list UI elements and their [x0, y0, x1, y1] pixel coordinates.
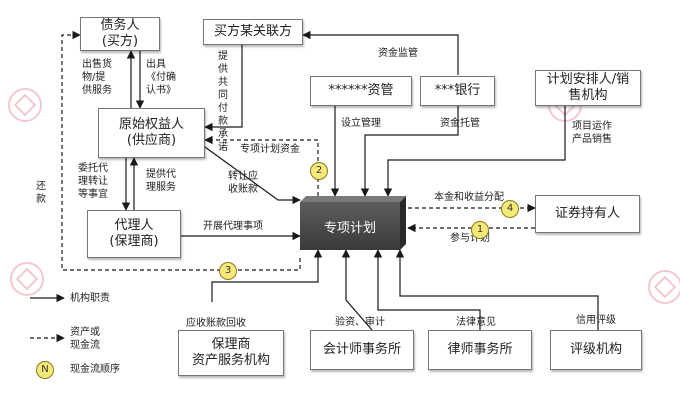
plan-arranger-box: 计划安排人/销 售机构: [535, 70, 641, 106]
special-plan-label: 专项计划: [300, 202, 400, 250]
label-provide-agent: 提供代 理服务: [146, 169, 176, 193]
label-project-ops: 项目运作 产品销售: [572, 121, 612, 145]
asset-manager-box: ******资管: [310, 76, 412, 106]
arrow-legal-opinion: [373, 249, 481, 330]
label-collect-receivables: 应收账款回收: [186, 318, 246, 329]
rating-box: 评级机构: [550, 330, 642, 370]
label-credit-rating: 信用评级: [576, 315, 616, 326]
step-marker-3: 3: [219, 262, 237, 280]
legend-order-label: 现金流顺序: [70, 364, 120, 375]
label-setup-manage: 设立管理: [341, 118, 381, 129]
special-plan-block: 专项计划: [300, 196, 406, 250]
buyer-related-box: 买方某关联方: [203, 19, 303, 45]
label-participate: 参与计划: [450, 233, 490, 244]
label-fund-custody: 资金托管: [440, 118, 480, 129]
accountant-box: 会计师事务所: [310, 330, 414, 370]
label-fund-supervision: 资金监管: [378, 48, 418, 59]
legend-function-label: 机构职责: [70, 293, 110, 304]
arrow-payment-commitment: [204, 45, 243, 132]
arrow-credit-rating: [395, 249, 599, 330]
special-plan-side-face: [400, 196, 406, 250]
arrow-project-ops: [383, 106, 566, 197]
label-payment-commitment: 提 供 共 同 付 款 承 诺: [218, 51, 228, 153]
label-repayment: 还 款: [36, 181, 46, 205]
watermark-mark: [10, 262, 44, 296]
step-marker-1: 1: [471, 221, 489, 239]
step-marker-4: 4: [501, 200, 519, 218]
legend-flow-label: 资产或 现金流: [70, 327, 100, 351]
label-legal-opinion: 法律意见: [456, 317, 496, 328]
label-entrust-agent: 委托代 理转让 等事宜: [78, 163, 108, 200]
security-holder-box: 证券持有人: [535, 195, 640, 233]
label-carry-out-agent: 开展代理事项: [203, 221, 263, 232]
dashed-repayment: [61, 30, 301, 271]
dashed-special-plan-funds: [204, 135, 319, 196]
debtor-box: 债务人 (买方): [80, 17, 160, 51]
arrow-fund-supervision: [302, 30, 459, 75]
label-principal-return: 本金和收益分配: [434, 192, 504, 203]
label-transfer-receivables: 转让应 收账款: [228, 171, 258, 195]
arrow-collect-receivables: [211, 249, 323, 302]
label-sell-goods: 出售货 物/提 供服务: [82, 59, 112, 96]
watermark-mark: [8, 88, 42, 122]
legend-order-marker: N: [36, 361, 54, 379]
bank-box: ***银行: [420, 76, 495, 106]
arrow-fund-custody: [360, 106, 459, 197]
watermark-mark: [648, 270, 680, 304]
label-audit: 验资、审计: [335, 317, 385, 328]
servicer-box: 保理商 资产服务机构: [178, 330, 284, 376]
step-marker-2: 2: [310, 162, 328, 180]
original-owner-box: 原始权益人 (供应商): [98, 108, 205, 158]
label-issue-confirm: 出具 《付确 认书》: [146, 59, 176, 96]
arrow-audit: [341, 249, 373, 331]
law-firm-box: 律师事务所: [428, 330, 532, 370]
arrow-transfer-receivables: [204, 146, 301, 205]
special-plan-top-face: [300, 196, 406, 202]
label-special-plan-funds: 专项计划资金: [240, 144, 300, 155]
agent-box: 代理人 (保理商): [87, 210, 181, 258]
